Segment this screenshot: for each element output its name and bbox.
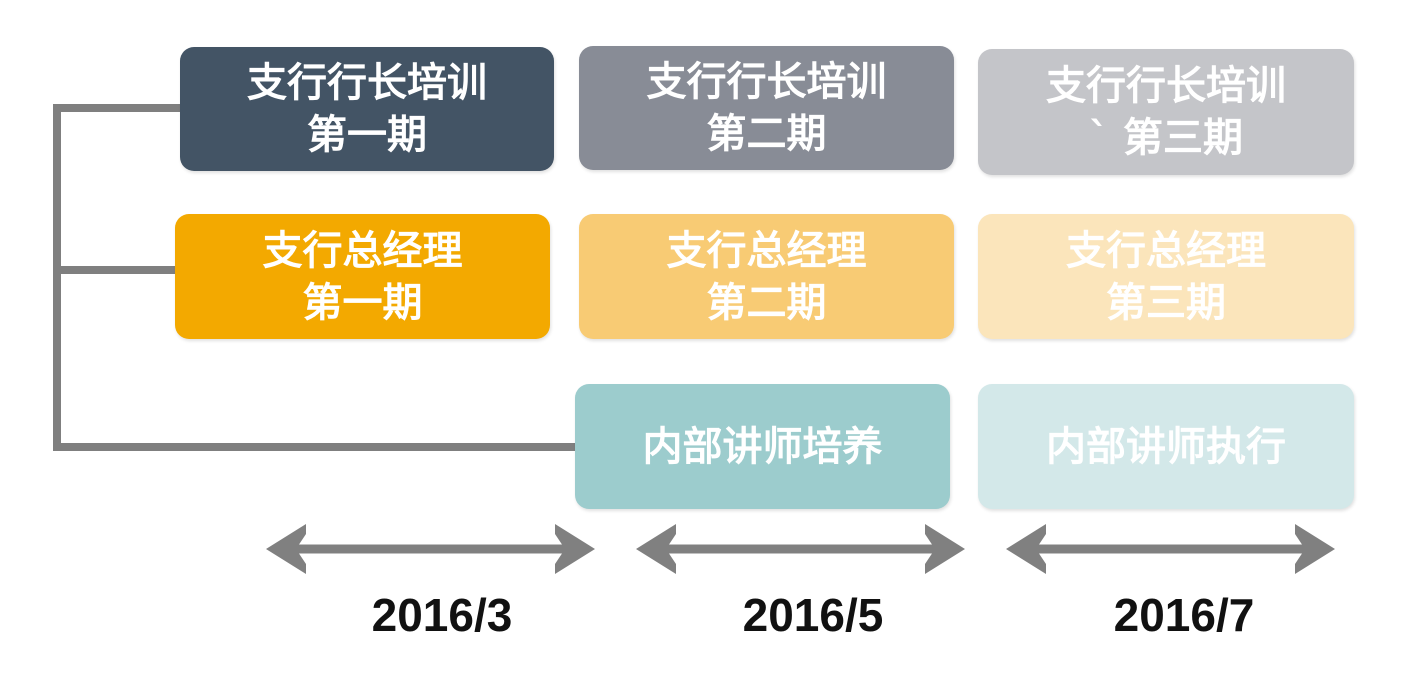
box-branch-head-p2: 支行行长培训 第二期 [579,46,954,170]
box-line1: 支行行长培训 [1046,63,1286,109]
double-arrow-icon [1006,524,1335,574]
box-branch-head-p1: 支行行长培训 第一期 [180,47,554,171]
period-label: 2016/3 [371,589,513,641]
box-branch-manager-p3: 支行总经理 第三期 [978,214,1354,339]
box-internal-lecturer-execution: 内部讲师执行 [978,384,1354,509]
period-label: 2016/7 [1113,589,1255,641]
period-label: 2016/5 [742,589,884,641]
double-arrow-icon [266,524,595,574]
box-line1: 支行行长培训 [646,59,887,105]
box-branch-manager-p2: 支行总经理 第二期 [579,214,954,339]
box-line2: 第二期 [706,111,827,157]
box-line2: 第一期 [307,112,427,158]
box-branch-manager-p1: 支行总经理 第一期 [175,214,550,339]
box-line1: 内部讲师执行 [1046,423,1286,470]
box-internal-lecturer-training: 内部讲师培养 [575,384,950,509]
box-line1: 内部讲师培养 [642,423,883,470]
box-line2: 第三期 [1106,279,1226,326]
box-line1: 支行总经理 [1066,227,1266,274]
box-line1: 支行总经理 [666,227,867,274]
box-line1: 支行总经理 [262,227,463,274]
box-line2: 第一期 [302,279,423,326]
box-line2: ` 第三期 [1089,115,1243,161]
box-line2: 第二期 [706,279,827,326]
box-line1: 支行行长培训 [247,60,487,106]
box-branch-head-p3: 支行行长培训 ` 第三期 [978,49,1354,175]
double-arrow-icon [636,524,965,574]
